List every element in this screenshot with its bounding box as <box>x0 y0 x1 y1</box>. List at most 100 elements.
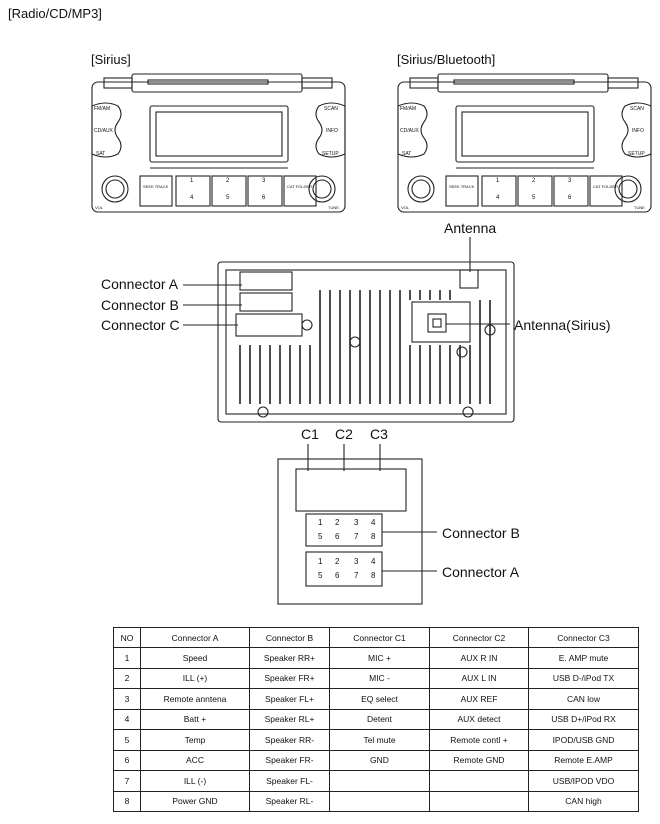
cell: Speaker RR+ <box>249 647 330 669</box>
cell: Speaker FL- <box>249 770 330 792</box>
preset-3[interactable]: 3 <box>262 178 266 184</box>
pin-a-4: 4 <box>371 557 376 566</box>
cell: 1 <box>113 647 141 669</box>
cell: IPOD/USB GND <box>528 729 639 751</box>
col-header-connector-c1: Connector C1 <box>329 627 430 648</box>
cell: Speaker FL+ <box>249 688 330 710</box>
preset-6[interactable]: 6 <box>262 195 266 201</box>
cell: E. AMP mute <box>528 647 639 669</box>
cell: 6 <box>113 749 141 771</box>
pin-a-2: 2 <box>335 557 340 566</box>
cell: Speaker RL- <box>249 790 330 812</box>
cell: MIC - <box>329 667 430 689</box>
cell: EQ select <box>329 688 430 710</box>
btn-fmam[interactable]: FM/AM <box>94 106 111 112</box>
btn-cat[interactable]: CAT FOLDER <box>593 184 618 189</box>
btn-fmam[interactable]: FM/AM <box>400 106 417 112</box>
preset-2[interactable]: 2 <box>532 178 536 184</box>
pin-a-6: 6 <box>335 571 340 580</box>
knob-vol-label: VOL <box>401 205 410 210</box>
label-antenna: Antenna <box>444 220 497 236</box>
cell: Remote E.AMP <box>528 749 639 771</box>
btn-scan[interactable]: SCAN <box>324 106 338 112</box>
cell: USB D+/iPod RX <box>528 708 639 730</box>
head-unit-sirius-bluetooth: FM/AM CD/AUX SAT SCAN INFO SETUP SEEK TR… <box>396 72 653 214</box>
pin-a-7: 7 <box>354 571 359 580</box>
preset-1[interactable]: 1 <box>190 178 194 184</box>
preset-1[interactable]: 1 <box>496 178 500 184</box>
btn-setup[interactable]: SETUP <box>322 151 339 157</box>
cell <box>429 790 529 812</box>
label-pinout-connector-b: Connector B <box>442 525 520 541</box>
cell: 2 <box>113 667 141 689</box>
cell: ACC <box>140 749 250 771</box>
pin-a-1: 1 <box>318 557 323 566</box>
btn-info[interactable]: INFO <box>632 128 644 134</box>
cell: AUX detect <box>429 708 529 730</box>
cell: Tel mute <box>329 729 430 751</box>
knob-tune-label: TUNE <box>634 205 645 210</box>
btn-setup[interactable]: SETUP <box>628 151 645 157</box>
label-connector-a: Connector A <box>101 276 179 292</box>
col-header-no: NO <box>113 627 141 648</box>
cell: USB/IPOD VDO <box>528 770 639 792</box>
btn-cdaux[interactable]: CD/AUX <box>400 128 419 134</box>
cell: AUX L IN <box>429 667 529 689</box>
btn-sat[interactable]: SAT <box>402 151 412 157</box>
cell: Remote contl + <box>429 729 529 751</box>
rear-panel-drawing <box>183 237 515 605</box>
btn-scan[interactable]: SCAN <box>630 106 644 112</box>
preset-2[interactable]: 2 <box>226 178 230 184</box>
preset-5[interactable]: 5 <box>226 195 230 201</box>
cell: GND <box>329 749 430 771</box>
preset-3[interactable]: 3 <box>568 178 572 184</box>
cell: Temp <box>140 729 250 751</box>
label-connector-c: Connector C <box>101 317 180 333</box>
head-unit-sirius-bluetooth-drawing <box>397 73 652 213</box>
cell: Speed <box>140 647 250 669</box>
btn-info[interactable]: INFO <box>326 128 338 134</box>
cell: Speaker FR- <box>249 749 330 771</box>
preset-4[interactable]: 4 <box>190 195 194 201</box>
preset-4[interactable]: 4 <box>496 195 500 201</box>
preset-5[interactable]: 5 <box>532 195 536 201</box>
pin-b-8: 8 <box>371 532 376 541</box>
cell: Speaker RL+ <box>249 708 330 730</box>
cell: ILL (+) <box>140 667 250 689</box>
col-header-connector-c3: Connector C3 <box>528 627 639 648</box>
btn-cat[interactable]: CAT FOLDER <box>287 184 312 189</box>
knob-tune-label: TUNE <box>328 205 339 210</box>
cell: Power GND <box>140 790 250 812</box>
pin-b-6: 6 <box>335 532 340 541</box>
head-unit-sirius-drawing <box>91 73 346 213</box>
preset-6[interactable]: 6 <box>568 195 572 201</box>
btn-seek[interactable]: SEEK TRACK <box>143 184 169 189</box>
btn-sat[interactable]: SAT <box>96 151 106 157</box>
btn-cdaux[interactable]: CD/AUX <box>94 128 113 134</box>
label-c2: C2 <box>335 426 353 442</box>
pin-b-7: 7 <box>354 532 359 541</box>
btn-seek[interactable]: SEEK TRACK <box>449 184 475 189</box>
cell: 8 <box>113 790 141 812</box>
cell: CAN high <box>528 790 639 812</box>
cell <box>329 790 430 812</box>
cell: Detent <box>329 708 430 730</box>
label-c1: C1 <box>301 426 319 442</box>
pin-b-1: 1 <box>318 518 323 527</box>
unit-label-sirius: [Sirius] <box>91 52 131 67</box>
cell: 7 <box>113 770 141 792</box>
knob-vol-label: VOL <box>95 205 104 210</box>
cell: 4 <box>113 708 141 730</box>
pin-a-3: 3 <box>354 557 359 566</box>
cell: Batt + <box>140 708 250 730</box>
pin-b-2: 2 <box>335 518 340 527</box>
pinout-table: NO Connector A Connector B Connector C1 … <box>113 627 639 812</box>
cell: USB D-/iPod TX <box>528 667 639 689</box>
